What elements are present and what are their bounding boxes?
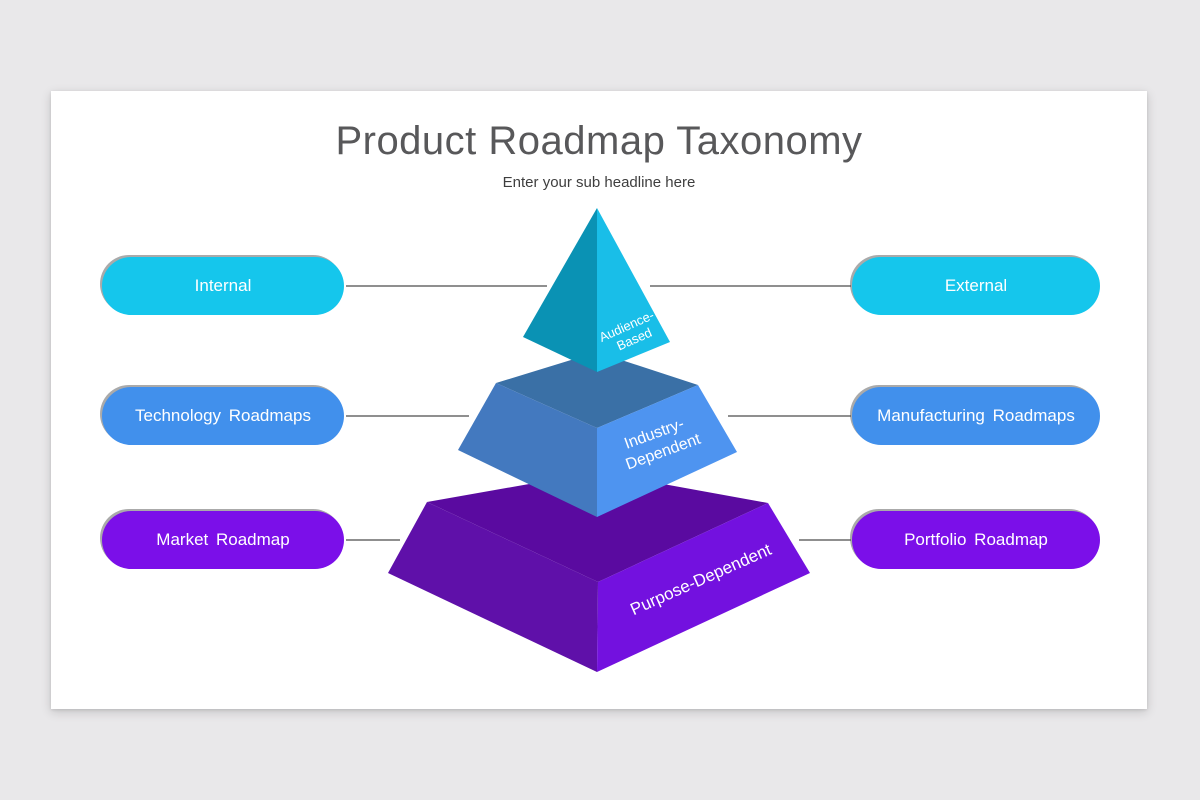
pill-internal[interactable]: Internal [102,257,344,315]
pyramid-tier2-right-face [597,385,737,517]
pill-external-label: External [944,276,1008,295]
slide-title: Product Roadmap Taxonomy [335,119,863,163]
pyramid-tier1-right-face [597,208,670,372]
pill-external[interactable]: External [852,257,1100,315]
pill-portfolio-roadmap-label: Portfolio Roadmap [904,530,1048,549]
pyramid-tier3-top-face [427,472,768,582]
pyramid-tier3-right-face [597,503,810,672]
pill-manufacturing-roadmaps[interactable]: Manufacturing Roadmaps [852,387,1100,445]
pyramid-tier-audience-based: Audience- Based [523,208,670,372]
pill-technology-roadmaps-label: Technology Roadmaps [135,406,311,425]
pyramid-tier2-left-face [458,383,597,517]
pyramid-tier-purpose-dependent: Purpose-Dependent [388,472,810,672]
pill-technology-roadmaps[interactable]: Technology Roadmaps [102,387,344,445]
pill-manufacturing-roadmaps-label: Manufacturing Roadmaps [877,406,1075,425]
connector-lines [346,285,851,541]
pyramid-tier2-top-face [496,352,698,428]
pyramid-tier1-left-face [523,208,597,372]
pill-market-roadmap-label: Market Roadmap [156,530,290,549]
pill-internal-label: Internal [194,276,252,295]
pill-portfolio-roadmap[interactable]: Portfolio Roadmap [852,511,1100,569]
pyramid-tier3-left-face [388,502,598,672]
slide-subtitle: Enter your sub headline here [502,174,696,191]
pyramid-tier-industry-dependent: Industry- Dependent [458,352,737,517]
pill-market-roadmap[interactable]: Market Roadmap [102,511,344,569]
